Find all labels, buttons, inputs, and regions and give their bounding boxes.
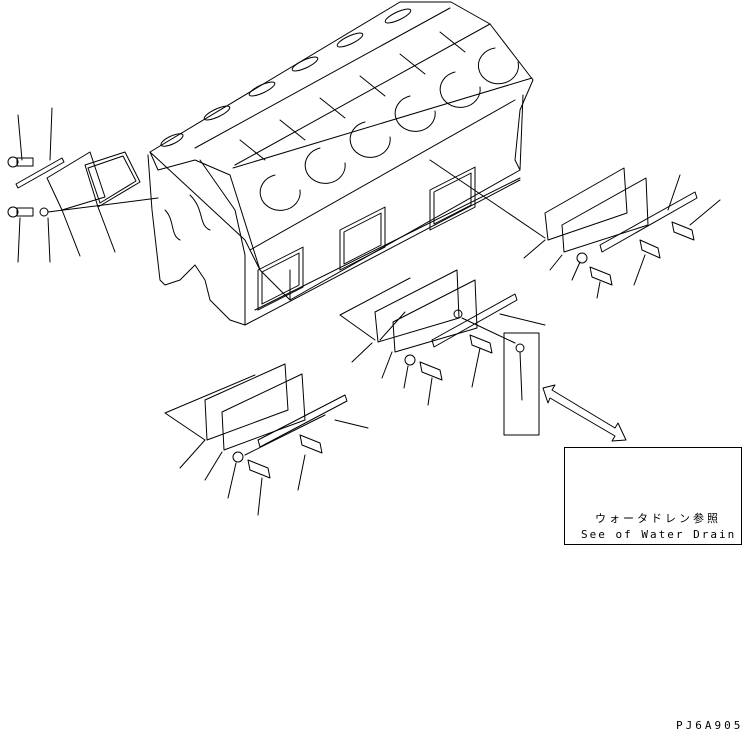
water-drain-inset: ウォータドレン参照 See of Water Drain — [564, 447, 742, 545]
lower-cover-group — [164, 363, 369, 516]
inset-label-english: See of Water Drain — [581, 528, 737, 541]
water-drain-callout — [503, 332, 627, 442]
bolt-icon — [247, 434, 323, 479]
bolt-icon — [589, 221, 695, 286]
bolt-icon — [419, 334, 493, 381]
drawing-id: PJ6A905 — [676, 719, 744, 732]
front-cover-group — [7, 107, 159, 263]
right-cover-group — [429, 159, 721, 299]
bolt-icon — [7, 156, 34, 218]
inset-label-japanese: ウォータドレン参照 — [595, 512, 721, 525]
cylinder-block — [147, 1, 534, 326]
middle-cover-group — [339, 269, 546, 406]
double-arrow-icon — [542, 384, 627, 442]
